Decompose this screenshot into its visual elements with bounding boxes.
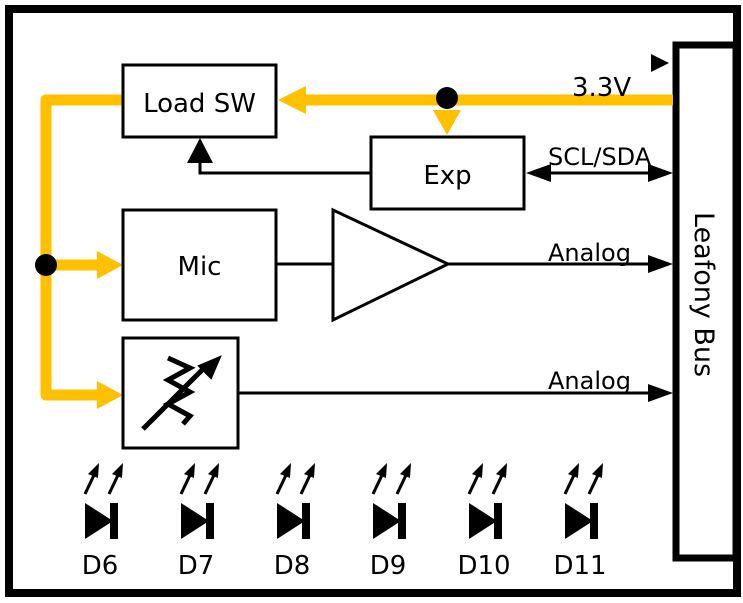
led-label: D11	[553, 551, 606, 581]
control-arrow-icon	[187, 138, 213, 163]
led-emission-line	[83, 472, 97, 495]
led-label: D8	[274, 551, 311, 581]
variable-resistor-icon	[141, 355, 222, 431]
power-arrow-icon	[278, 86, 306, 114]
led-emission-arrow-icon	[112, 463, 123, 478]
amplifier-triangle-icon	[331, 207, 452, 323]
led-emission-arrow-icon	[280, 463, 291, 478]
led-diode-icon	[469, 503, 497, 539]
led-emission-arrow-icon	[304, 463, 315, 478]
led-emission-line	[371, 472, 385, 495]
led-emission-arrow-icon	[400, 463, 411, 478]
analog-label-mic: Analog	[548, 239, 631, 267]
led-d10: D10	[457, 463, 511, 581]
led-emission-line	[395, 472, 409, 495]
junction-dot	[35, 254, 57, 276]
power-label: 3.3V	[572, 73, 631, 103]
led-d8: D8	[274, 463, 315, 581]
load-sw-block	[121, 63, 278, 139]
junction-dot	[436, 87, 458, 109]
led-row: D6 D7 D8 D9 D10 D11	[82, 463, 607, 581]
led-emission-arrow-icon	[376, 463, 387, 478]
led-emission-arrow-icon	[208, 463, 219, 478]
led-emission-line	[179, 472, 193, 495]
leafony-bus	[672, 41, 740, 562]
load-sw-label: Load SW	[143, 89, 256, 119]
led-d9: D9	[370, 463, 411, 581]
led-emission-arrow-icon	[592, 463, 603, 478]
led-diode-icon	[85, 503, 113, 539]
arrow-right-icon	[648, 255, 673, 273]
bus-arrow-icon	[651, 54, 669, 72]
led-emission-arrow-icon	[472, 463, 483, 478]
led-cathode-bar	[302, 503, 310, 539]
led-cathode-bar	[494, 503, 502, 539]
led-emission-line	[563, 472, 577, 495]
power-rail	[35, 86, 673, 409]
led-d11: D11	[553, 463, 607, 581]
led-emission-line	[275, 472, 289, 495]
led-cathode-bar	[590, 503, 598, 539]
exp-label: Exp	[423, 161, 471, 191]
led-emission-arrow-icon	[568, 463, 579, 478]
led-cathode-bar	[206, 503, 214, 539]
led-emission-line	[587, 472, 601, 495]
led-emission-line	[467, 472, 481, 495]
power-arrow-icon	[433, 110, 461, 135]
led-label: D7	[178, 551, 215, 581]
led-emission-arrow-icon	[88, 463, 99, 478]
arrow-left-icon	[526, 164, 551, 182]
led-label: D6	[82, 551, 119, 581]
analog-label-sensor: Analog	[548, 367, 631, 395]
led-emission-arrow-icon	[184, 463, 195, 478]
arrow-right-icon	[648, 164, 673, 182]
led-cathode-bar	[110, 503, 118, 539]
led-label: D10	[457, 551, 510, 581]
arrow-right-icon	[648, 384, 673, 402]
control-line	[198, 160, 371, 175]
i2c-label: SCL/SDA	[548, 143, 652, 171]
led-d6: D6	[82, 463, 123, 581]
leafony-bus-label: Leafony Bus	[688, 212, 719, 377]
led-emission-arrow-icon	[496, 463, 507, 478]
mic-label: Mic	[178, 252, 222, 282]
led-diode-icon	[181, 503, 209, 539]
led-diode-icon	[565, 503, 593, 539]
led-diode-icon	[373, 503, 401, 539]
led-emission-line	[491, 472, 505, 495]
power-arrow-icon	[97, 251, 123, 279]
power-arrow-icon	[97, 381, 123, 409]
led-label: D9	[370, 551, 407, 581]
led-emission-line	[203, 472, 217, 495]
led-diode-icon	[277, 503, 305, 539]
led-cathode-bar	[398, 503, 406, 539]
led-emission-line	[299, 472, 313, 495]
led-d7: D7	[178, 463, 219, 581]
exp-block	[369, 135, 526, 211]
led-emission-line	[107, 472, 121, 495]
